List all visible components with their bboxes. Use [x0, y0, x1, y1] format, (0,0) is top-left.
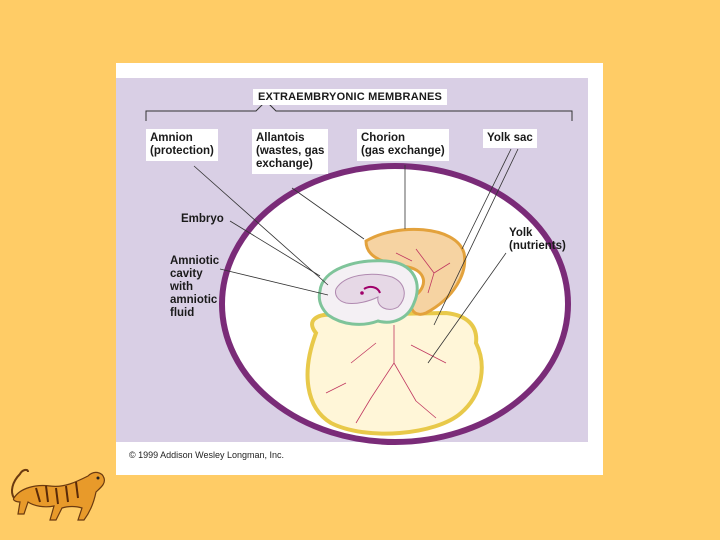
label-chorion: Chorion (gas exchange)	[357, 129, 449, 161]
embryo-body	[335, 273, 405, 310]
label-allantois: Allantois (wastes, gas exchange)	[252, 129, 329, 174]
tiger-icon	[11, 468, 105, 521]
label-embryo: Embryo	[181, 213, 224, 225]
copyright-notice: © 1999 Addison Wesley Longman, Inc.	[129, 450, 285, 460]
slide-figure: EXTRAEMBRYONIC MEMBRANES Amnion (protect…	[116, 63, 603, 475]
label-amniotic-cavity: Amniotic cavity with amniotic fluid	[170, 255, 220, 319]
label-amnion: Amnion (protection)	[146, 129, 218, 161]
diagram-title: EXTRAEMBRYONIC MEMBRANES	[253, 89, 448, 105]
yolk-sac	[305, 310, 484, 436]
label-yolk-sac: Yolk sac	[483, 129, 537, 148]
egg-diagram	[145, 100, 573, 445]
label-yolk: Yolk (nutrients)	[509, 227, 566, 252]
